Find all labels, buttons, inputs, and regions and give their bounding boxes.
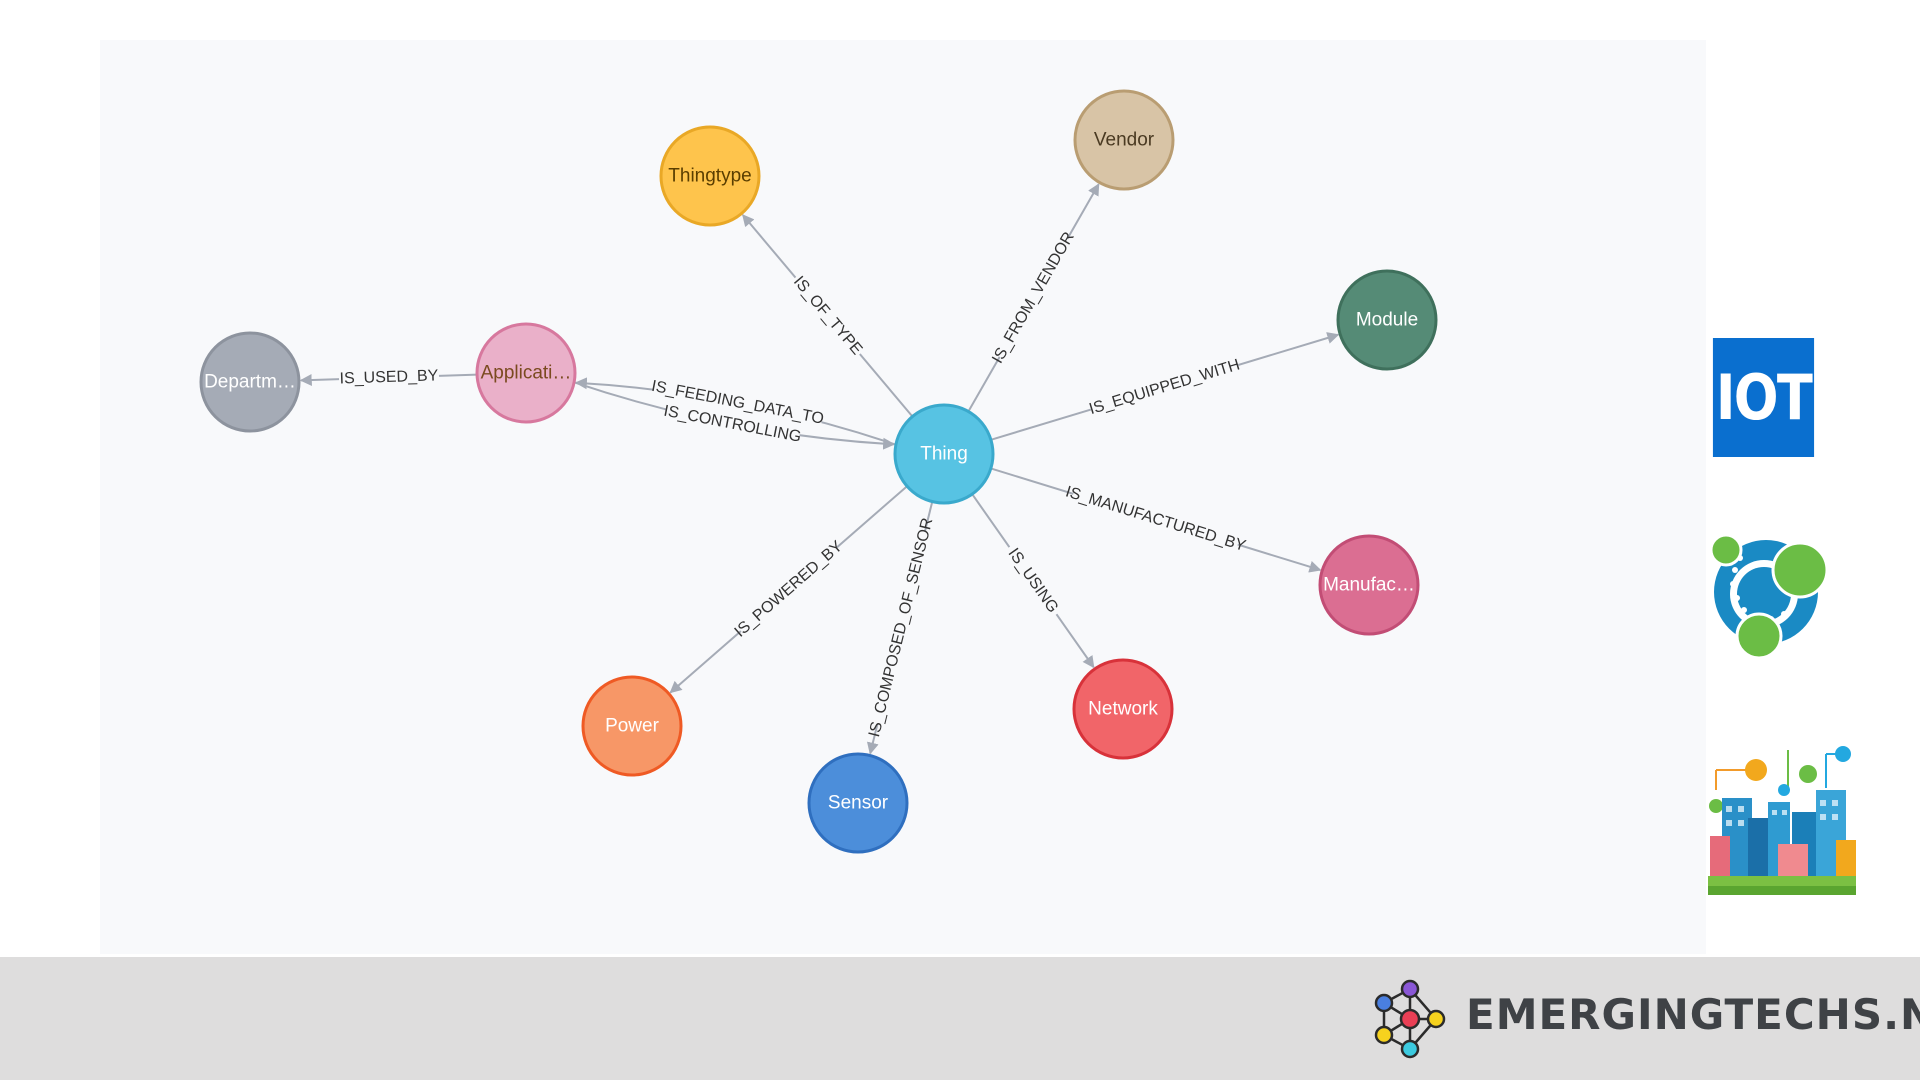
- node-circle: [475, 322, 577, 424]
- node-circle: [893, 403, 995, 505]
- node-department[interactable]: Departm…: [199, 331, 301, 433]
- edge-is-used-by[interactable]: IS_USED_BY: [299, 365, 478, 390]
- edge-line: [574, 377, 897, 446]
- neo4j-logo-icon: [1709, 533, 1829, 660]
- molecule-network-icon: [1374, 979, 1446, 1059]
- edge-label-background: [787, 271, 868, 361]
- node-module[interactable]: Module: [1336, 269, 1438, 371]
- edge-line: [573, 381, 896, 450]
- edge-is-using[interactable]: IS_USING: [971, 493, 1095, 669]
- edge-is-manufactured-by[interactable]: IS_MANUFACTURED_BY: [990, 467, 1322, 573]
- edge-label-background: [1087, 355, 1242, 420]
- node-application[interactable]: Applicati…: [475, 322, 577, 424]
- edge-label-background: [1001, 541, 1065, 620]
- node-label: Power: [605, 716, 660, 737]
- node-circle: [807, 752, 909, 854]
- node-label: Module: [1356, 310, 1418, 331]
- node-label: Vendor: [1094, 130, 1155, 151]
- node-label: Manufac…: [1323, 575, 1415, 596]
- edge-is-equipped-with[interactable]: IS_EQUIPPED_WITH: [990, 332, 1340, 441]
- iot-logo: IOT: [1712, 338, 1815, 457]
- iot-logo-text: IOT: [1715, 361, 1813, 434]
- node-circle: [659, 125, 761, 227]
- edge-label-background: [734, 540, 844, 639]
- edges-layer: IS_OF_TYPE IS_FROM_VENDORIS_EQUIPPED_WITH…: [299, 183, 1340, 755]
- node-network[interactable]: Network: [1072, 658, 1174, 760]
- edge-is-composed-of-sensor[interactable]: IS_COMPOSED_OF_SENSOR: [866, 501, 936, 755]
- node-circle: [1072, 658, 1174, 760]
- edge-label: IS_OF_TYPE: [790, 273, 865, 358]
- node-label: Network: [1088, 699, 1158, 720]
- edge-label-background: [663, 401, 802, 447]
- edge-label-background: [867, 528, 935, 727]
- edge-label-background: [338, 365, 440, 390]
- edge-label: IS_COMPOSED_OF_SENSOR: [866, 516, 936, 738]
- edge-label: IS_USING: [1005, 545, 1062, 616]
- node-circle: [1336, 269, 1438, 371]
- node-label: Departm…: [204, 372, 296, 393]
- edge-label: IS_FROM_VENDOR: [989, 229, 1078, 366]
- node-power[interactable]: Power: [581, 675, 683, 777]
- node-circle: [199, 331, 301, 433]
- node-sensor[interactable]: Sensor: [807, 752, 909, 854]
- node-circle: [1073, 89, 1175, 191]
- brand-name: EMERGINGTECHS.NET: [1466, 990, 1920, 1039]
- edge-label-background: [651, 376, 824, 429]
- edge-is-from-vendor[interactable]: IS_FROM_VENDOR: [967, 183, 1100, 412]
- edge-is-of-type[interactable]: IS_OF_TYPE: [742, 214, 914, 418]
- node-thing[interactable]: Thing: [893, 403, 995, 505]
- edge-is-powered-by[interactable]: IS_POWERED_BY: [669, 485, 908, 694]
- footer-bar: [0, 957, 1920, 1080]
- edge-label: IS_USED_BY: [339, 367, 439, 387]
- node-manufacturer[interactable]: Manufac…: [1318, 534, 1420, 636]
- edge-label-background: [991, 233, 1076, 362]
- node-circle: [581, 675, 683, 777]
- edge-label-background: [1070, 484, 1241, 555]
- node-label: Applicati…: [481, 363, 572, 384]
- node-circle: [1318, 534, 1420, 636]
- edge-label: IS_MANUFACTURED_BY: [1063, 483, 1248, 555]
- node-thingtype[interactable]: Thingtype: [659, 125, 761, 227]
- edge-label: IS_EQUIPPED_WITH: [1087, 357, 1242, 419]
- smart-city-illustration: [1708, 740, 1856, 895]
- node-label: Sensor: [828, 793, 889, 814]
- edge-label: IS_POWERED_BY: [732, 538, 847, 641]
- node-label: Thing: [920, 444, 968, 465]
- graph-visualization: IS_OF_TYPE IS_FROM_VENDORIS_EQUIPPED_WITH…: [199, 89, 1438, 854]
- node-label: Thingtype: [668, 166, 751, 187]
- node-vendor[interactable]: Vendor: [1073, 89, 1175, 191]
